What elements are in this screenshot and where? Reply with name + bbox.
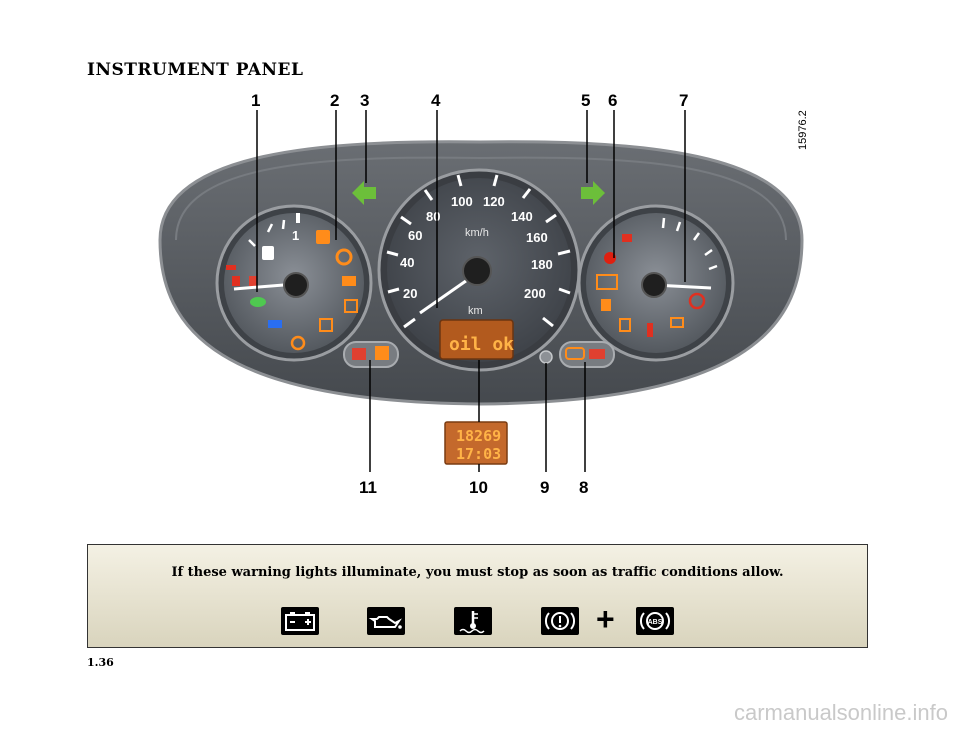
- instrument-panel-diagram: 1 20 40: [158, 91, 809, 497]
- page-title: INSTRUMENT PANEL: [87, 60, 304, 80]
- watermark-text: carmanualsonline.info: [733, 700, 948, 725]
- stop-warning-light: [604, 252, 616, 264]
- odometer-lcd: [444, 421, 508, 465]
- brake-warning-icon: [541, 607, 579, 635]
- oil-level-readout: oil ok: [449, 334, 514, 355]
- callout-3: 3: [360, 91, 369, 110]
- speed-tick-20: 20: [403, 286, 417, 301]
- engine-icon: [596, 274, 618, 290]
- diesel-icon: [619, 318, 631, 332]
- seatbelt-icon: [290, 335, 306, 351]
- callout-1: 1: [251, 91, 260, 110]
- temperature-icon: [647, 323, 653, 337]
- sidelight-icon: [250, 297, 266, 307]
- speed-tick-80: 80: [426, 209, 440, 224]
- temperature-gauge: [577, 204, 735, 362]
- figure-reference: 15976.2: [797, 110, 809, 150]
- speed-tick-180: 180: [531, 257, 553, 272]
- speedometer: 20 40 60 80 100 120 140 160 180 200 km/h…: [377, 168, 581, 372]
- rear-screen-icon: [342, 276, 356, 286]
- right-warning-pod: [559, 341, 615, 368]
- callout-2: 2: [330, 91, 339, 110]
- callout-11: 11: [359, 478, 377, 497]
- brake-icon: [688, 292, 706, 310]
- speed-tick-140: 140: [511, 209, 533, 224]
- main-beam-icon: [268, 320, 282, 328]
- callout-4: 4: [431, 91, 441, 110]
- speed-tick-120: 120: [483, 194, 505, 209]
- mileage-readout: 18269: [456, 427, 501, 445]
- battery-icon: [281, 607, 319, 635]
- callout-5: 5: [581, 91, 590, 110]
- fuel-pump-icon: [262, 246, 274, 260]
- service-icon: [670, 317, 684, 328]
- brake-pad-icon: [335, 248, 353, 266]
- rear-fog-icon: [319, 318, 333, 332]
- right-indicator-arrow: [581, 181, 605, 205]
- oil-pressure-icon: [367, 607, 405, 635]
- door-open-icon: [601, 299, 611, 311]
- speedo-lcd: [439, 319, 514, 360]
- speed-tick-100: 100: [451, 194, 473, 209]
- clock-readout: 17:03: [456, 445, 501, 463]
- speed-tick-160: 160: [526, 230, 548, 245]
- left-indicator-arrow: [352, 181, 376, 205]
- speed-tick-40: 40: [400, 255, 414, 270]
- fuel-warning-icon: [316, 230, 330, 244]
- plus-sign: +: [596, 601, 615, 637]
- fuel-full-label: 1: [292, 228, 299, 243]
- reset-button: [539, 350, 553, 364]
- callout-8: 8: [579, 478, 588, 497]
- speed-unit-label: km/h: [465, 227, 489, 239]
- callout-9: 9: [540, 478, 549, 497]
- abs-icon: ABS: [636, 607, 674, 635]
- fog-light-icon: [344, 299, 358, 313]
- callout-10: 10: [469, 478, 488, 497]
- abs-label: ABS: [648, 619, 663, 626]
- fuel-gauge: 1: [215, 204, 373, 362]
- speed-tick-200: 200: [524, 286, 546, 301]
- warning-text: If these warning lights illuminate, you …: [171, 565, 784, 580]
- page-number: 1.36: [87, 656, 114, 669]
- distance-unit-label: km: [468, 305, 483, 317]
- coolant-temperature-icon: [454, 607, 492, 635]
- coolant-icon: [622, 234, 632, 242]
- callout-6: 6: [608, 91, 617, 110]
- speed-tick-60: 60: [408, 228, 422, 243]
- callout-7: 7: [679, 91, 688, 110]
